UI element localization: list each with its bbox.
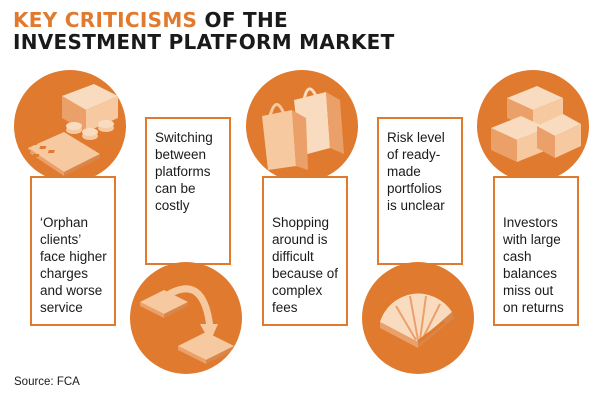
criticism-text: Risk level of ready-made portfolios is u… [387, 130, 445, 213]
criticism-text: Investors with large cash balances miss … [503, 215, 564, 315]
criticism-text: Switching between platforms can be costl… [155, 130, 213, 213]
criticism-card-risk-level: Risk level of ready-made portfolios is u… [377, 117, 463, 265]
source-note: Source: FCA [14, 376, 80, 388]
title-line2: INVESTMENT PLATFORM MARKET [13, 30, 395, 54]
criticism-card-shopping-around: Shopping around is difficult because of … [262, 176, 348, 326]
title-highlight: KEY CRITICISMS [13, 8, 198, 32]
coins-and-calculator-icon [14, 70, 126, 182]
page-title: KEY CRITICISMS OF THE INVESTMENT PLATFOR… [13, 9, 395, 53]
criticism-card-orphan-clients: ‘Orphan clients’ face higher charges and… [30, 176, 116, 326]
shopping-bags-icon [246, 70, 358, 182]
transfer-arrow-icon [130, 262, 242, 374]
criticism-text: ‘Orphan clients’ face higher charges and… [40, 215, 107, 315]
criticism-card-cash-balances: Investors with large cash balances miss … [493, 176, 579, 326]
cash-boxes-icon [477, 70, 589, 182]
criticism-card-switching: Switching between platforms can be costl… [145, 117, 231, 265]
risk-gauge-icon [362, 262, 474, 374]
criticism-text: Shopping around is difficult because of … [272, 215, 339, 315]
title-rest: OF THE [197, 8, 288, 32]
